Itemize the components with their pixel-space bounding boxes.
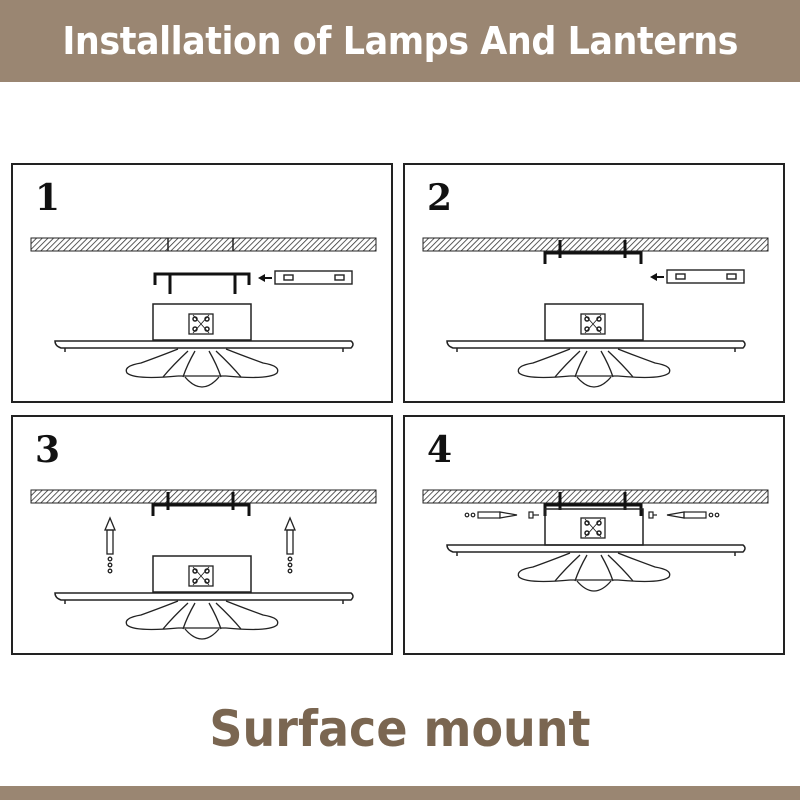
ceiling-slab bbox=[30, 489, 377, 504]
lamp-base-box bbox=[544, 508, 644, 546]
ceiling-slab bbox=[30, 237, 377, 252]
step-4-panel: 4 bbox=[403, 415, 785, 655]
lamp-canopy-plate bbox=[54, 592, 354, 604]
lamp-fixture bbox=[517, 552, 671, 592]
bracket-plate bbox=[666, 269, 745, 284]
mounting-bracket bbox=[151, 492, 251, 516]
bracket-plate bbox=[274, 270, 353, 285]
mounting-bracket bbox=[543, 240, 643, 264]
up-arrow-left-icon bbox=[104, 516, 116, 574]
step-3-diagram bbox=[30, 489, 377, 640]
footer-caption: Surface mount bbox=[209, 700, 591, 758]
lamp-canopy-plate bbox=[446, 544, 746, 556]
step-1-diagram bbox=[30, 237, 377, 388]
lamp-canopy-plate bbox=[446, 340, 746, 352]
lamp-fixture bbox=[125, 600, 279, 640]
bracket-arrow-icon bbox=[258, 274, 272, 282]
screw-left-icon bbox=[464, 511, 539, 519]
bottom-band bbox=[0, 786, 800, 800]
up-arrow-right-icon bbox=[284, 516, 296, 574]
step-number: 4 bbox=[427, 429, 453, 471]
step-2-panel: 2 bbox=[403, 163, 785, 403]
screw-right-icon bbox=[648, 511, 720, 519]
lamp-canopy-plate bbox=[54, 340, 354, 352]
ceiling-slab bbox=[422, 237, 769, 252]
step-number: 2 bbox=[427, 177, 453, 219]
page-title: Installation of Lamps And Lanterns bbox=[62, 19, 738, 63]
step-number: 1 bbox=[35, 177, 61, 219]
step-number: 3 bbox=[35, 429, 61, 471]
lamp-base-box bbox=[544, 303, 644, 341]
step-3-panel: 3 bbox=[11, 415, 393, 655]
step-2-diagram bbox=[422, 237, 769, 388]
lamp-base-box bbox=[152, 555, 252, 593]
lamp-fixture bbox=[517, 348, 671, 388]
title-banner: Installation of Lamps And Lanterns bbox=[0, 0, 800, 82]
step-1-panel: 1 bbox=[11, 163, 393, 403]
mounting-bracket bbox=[153, 272, 251, 294]
ceiling-slab bbox=[422, 489, 769, 504]
bracket-arrow-icon bbox=[650, 273, 664, 281]
lamp-base-box bbox=[152, 303, 252, 341]
step-4-diagram bbox=[422, 489, 769, 592]
lamp-fixture bbox=[125, 348, 279, 388]
